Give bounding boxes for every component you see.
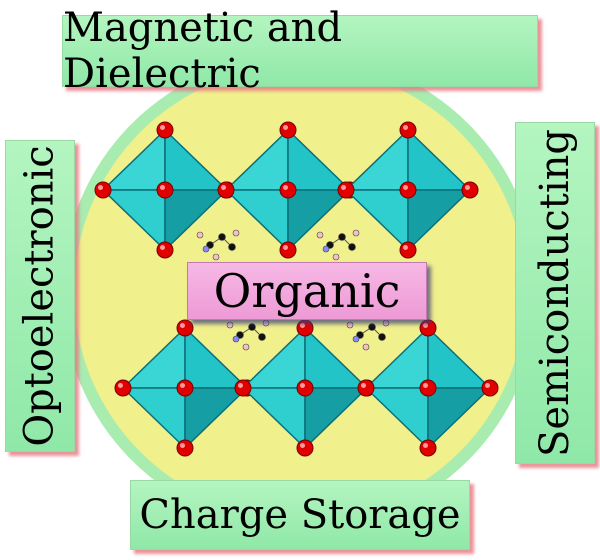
- label-magnetic-dielectric: Magnetic and Dielectric: [62, 5, 538, 97]
- molecule-atom: [262, 319, 270, 327]
- oxygen-atom: [176, 379, 194, 397]
- oxygen-atom: [296, 319, 314, 337]
- oxygen-atom: [217, 181, 235, 199]
- atom-highlight: [300, 323, 305, 328]
- atom-highlight: [160, 185, 165, 190]
- molecule-atom: [202, 245, 210, 253]
- oxygen-atom: [399, 181, 417, 199]
- oxygen-atom: [399, 241, 417, 259]
- molecule-atom: [338, 233, 346, 241]
- label-optoelectronic: Optoelectronic: [5, 140, 75, 452]
- oxygen-atom: [114, 379, 132, 397]
- label-text: Organic: [213, 264, 401, 318]
- molecule-atom: [316, 231, 324, 239]
- oxygen-atom: [481, 379, 499, 397]
- atom-highlight: [180, 323, 185, 328]
- label-text: Magnetic and Dielectric: [63, 5, 343, 97]
- atom-highlight: [341, 185, 346, 190]
- octahedron-face: [304, 387, 369, 450]
- atom-highlight: [180, 383, 185, 388]
- molecule-atom: [218, 233, 226, 241]
- oxygen-atom: [279, 181, 297, 199]
- oxygen-atom: [296, 379, 314, 397]
- atom-highlight: [361, 383, 366, 388]
- molecule-atom: [362, 343, 370, 351]
- oxygen-atom: [337, 181, 355, 199]
- molecule-atom: [258, 333, 266, 341]
- label-text: Semiconducting: [532, 128, 579, 458]
- atom-highlight: [98, 185, 103, 190]
- octahedron-face: [287, 189, 352, 252]
- oxygen-atom: [296, 439, 314, 457]
- oxygen-atom: [461, 181, 479, 199]
- oxygen-atom: [176, 319, 194, 337]
- molecule-atom: [352, 229, 360, 237]
- molecule-atom: [322, 245, 330, 253]
- atom-highlight: [485, 383, 490, 388]
- atom-highlight: [423, 323, 428, 328]
- label-text: Optoelectronic: [17, 145, 64, 447]
- oxygen-atom: [156, 181, 174, 199]
- molecule-atom: [332, 253, 340, 261]
- molecule-atom: [346, 321, 354, 329]
- octahedron-face: [184, 387, 249, 450]
- oxygen-atom: [156, 121, 174, 139]
- molecule-atom: [228, 243, 236, 251]
- atom-highlight: [238, 383, 243, 388]
- atom-highlight: [160, 245, 165, 250]
- oxygen-atom: [279, 121, 297, 139]
- atom-highlight: [423, 383, 428, 388]
- oxygen-atom: [176, 439, 194, 457]
- octahedron-face: [164, 189, 229, 252]
- molecule-atom: [212, 253, 220, 261]
- atom-highlight: [118, 383, 123, 388]
- oxygen-atom: [419, 379, 437, 397]
- label-charge-storage: Charge Storage: [130, 480, 470, 550]
- molecule-atom: [352, 335, 360, 343]
- label-organic: Organic: [187, 262, 427, 320]
- molecule-atom: [226, 321, 234, 329]
- molecule-atom: [368, 323, 376, 331]
- oxygen-atom: [156, 241, 174, 259]
- atom-highlight: [300, 383, 305, 388]
- atom-highlight: [465, 185, 470, 190]
- oxygen-atom: [234, 379, 252, 397]
- molecule-atom: [378, 333, 386, 341]
- molecule-atom: [232, 229, 240, 237]
- octahedron-face: [407, 189, 472, 252]
- molecule-atom: [382, 319, 390, 327]
- atom-highlight: [283, 125, 288, 130]
- atom-highlight: [403, 185, 408, 190]
- atom-highlight: [221, 185, 226, 190]
- atom-highlight: [423, 443, 428, 448]
- molecule-atom: [348, 243, 356, 251]
- oxygen-atom: [419, 439, 437, 457]
- molecule-atom: [196, 231, 204, 239]
- atom-highlight: [180, 443, 185, 448]
- oxygen-atom: [279, 241, 297, 259]
- atom-highlight: [403, 125, 408, 130]
- oxygen-atom: [399, 121, 417, 139]
- oxygen-atom: [357, 379, 375, 397]
- molecule-atom: [232, 335, 240, 343]
- atom-highlight: [300, 443, 305, 448]
- atom-highlight: [160, 125, 165, 130]
- atom-highlight: [403, 245, 408, 250]
- octahedron-face: [427, 387, 492, 450]
- label-semiconducting: Semiconducting: [515, 122, 595, 464]
- molecule-atom: [248, 323, 256, 331]
- label-text: Charge Storage: [139, 492, 461, 538]
- molecule-atom: [242, 343, 250, 351]
- atom-highlight: [283, 185, 288, 190]
- oxygen-atom: [419, 319, 437, 337]
- oxygen-atom: [94, 181, 112, 199]
- atom-highlight: [283, 245, 288, 250]
